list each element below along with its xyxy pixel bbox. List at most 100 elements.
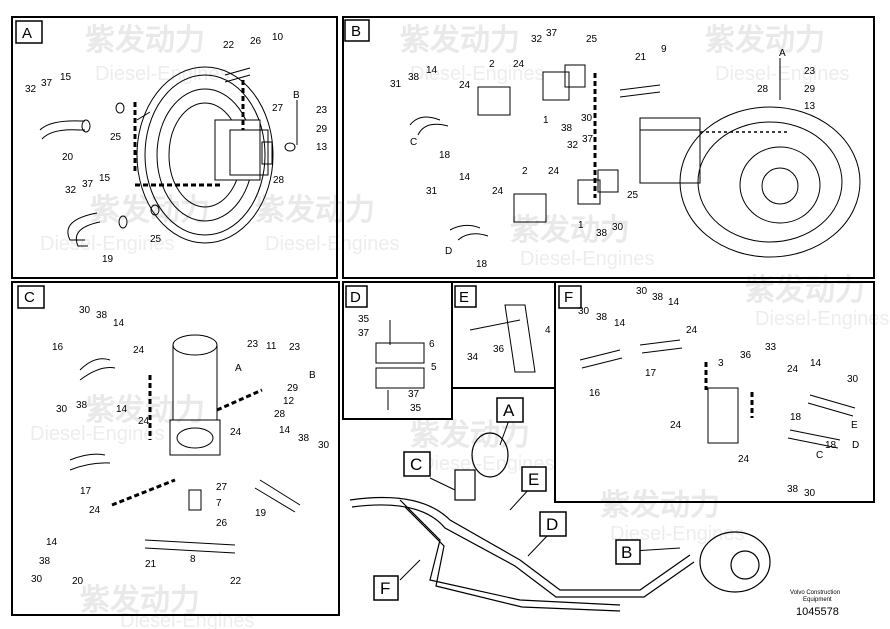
part-label: 38 bbox=[76, 400, 88, 411]
watermark-cn: 紫发动力 bbox=[90, 194, 210, 227]
hose-drawing bbox=[579, 339, 856, 449]
fittings-drawing bbox=[409, 58, 781, 241]
part-label: 15 bbox=[60, 72, 72, 83]
part-label: 29 bbox=[316, 124, 328, 135]
part-label: 1 bbox=[543, 115, 549, 126]
overview-callout-b[interactable]: B bbox=[615, 539, 641, 565]
panel-c-letter: C bbox=[24, 289, 35, 306]
part-label: 33 bbox=[765, 342, 777, 353]
part-label: 29 bbox=[804, 84, 816, 95]
swivel-joint-drawing bbox=[69, 334, 301, 554]
part-label: 28 bbox=[273, 175, 285, 186]
watermark-en: Diesel-Engines bbox=[95, 63, 230, 85]
part-label: 37 bbox=[582, 134, 594, 145]
part-label: 10 bbox=[272, 32, 284, 43]
part-label: 18 bbox=[790, 412, 802, 423]
part-label: 24 bbox=[230, 427, 242, 438]
part-label: 38 bbox=[96, 310, 108, 321]
part-label: 28 bbox=[274, 409, 286, 420]
part-label: 5 bbox=[431, 362, 437, 373]
overview-callout-d[interactable]: D bbox=[539, 511, 567, 537]
part-label: 31 bbox=[426, 186, 438, 197]
part-label: 30 bbox=[804, 488, 816, 499]
watermark-cn: 紫发动力 bbox=[85, 394, 205, 427]
part-label: 23 bbox=[247, 339, 259, 350]
part-label: 20 bbox=[62, 152, 74, 163]
part-label: 38 bbox=[652, 292, 664, 303]
callout-lines bbox=[399, 419, 681, 581]
part-label: 22 bbox=[223, 40, 235, 51]
travel-motor-drawing bbox=[639, 106, 861, 258]
watermark-cn: 紫发动力 bbox=[745, 274, 865, 307]
part-label: 36 bbox=[740, 350, 752, 361]
part-label: 14 bbox=[113, 318, 125, 329]
overview-callout-c[interactable]: C bbox=[403, 451, 431, 477]
panel-b-letter: B bbox=[351, 23, 361, 40]
part-label: 37 bbox=[546, 28, 558, 39]
part-label: 37 bbox=[82, 179, 94, 190]
part-label: 38 bbox=[787, 484, 799, 495]
part-label: 21 bbox=[145, 559, 157, 570]
watermark-cn: 紫发动力 bbox=[85, 24, 205, 57]
part-label: C bbox=[816, 450, 823, 461]
part-label: 30 bbox=[578, 306, 590, 317]
panel-a-letter: A bbox=[22, 25, 32, 42]
watermark-en: Diesel-Engines bbox=[410, 63, 545, 85]
panel-d: D 35 37 6 5 37 35 bbox=[342, 281, 453, 420]
part-label: 14 bbox=[810, 358, 822, 369]
part-label: 19 bbox=[102, 254, 114, 265]
callout-e-letter: E bbox=[528, 470, 539, 489]
overview-callout-e[interactable]: E bbox=[521, 466, 547, 492]
part-label: 13 bbox=[804, 101, 816, 112]
part-label: 3 bbox=[718, 358, 724, 369]
part-label: 14 bbox=[116, 404, 128, 415]
part-label: B bbox=[293, 90, 300, 101]
part-label: 38 bbox=[561, 123, 573, 134]
watermark-cn: 紫发动力 bbox=[80, 584, 200, 617]
part-label: 38 bbox=[408, 72, 420, 83]
clamp-drawing bbox=[375, 320, 425, 410]
watermark-cn: 紫发动力 bbox=[400, 24, 520, 57]
watermark-en: Diesel-Engines bbox=[520, 248, 655, 270]
panel-e-letter: E bbox=[459, 289, 469, 306]
overview-callout-a[interactable]: A bbox=[496, 397, 524, 423]
part-label: 6 bbox=[429, 339, 435, 350]
part-label: 17 bbox=[645, 368, 657, 379]
callout-a-letter: A bbox=[503, 401, 515, 420]
callout-b-letter: B bbox=[621, 543, 632, 562]
part-label: 18 bbox=[439, 150, 451, 161]
part-label: 24 bbox=[738, 454, 750, 465]
part-label: 30 bbox=[612, 222, 624, 233]
part-label: 25 bbox=[627, 190, 639, 201]
part-label: 35 bbox=[358, 314, 370, 325]
part-label: 35 bbox=[410, 403, 422, 414]
watermark-en: Diesel-Engines bbox=[120, 610, 255, 629]
part-label: 25 bbox=[586, 34, 598, 45]
part-label: 37 bbox=[358, 328, 370, 339]
part-label: 24 bbox=[89, 505, 101, 516]
part-label: 34 bbox=[467, 352, 479, 363]
part-label: 24 bbox=[686, 325, 698, 336]
part-label: 32 bbox=[65, 185, 77, 196]
watermark-en: Diesel-Engines bbox=[265, 233, 400, 255]
part-label: 14 bbox=[668, 297, 680, 308]
clamp-drawing bbox=[469, 304, 536, 373]
part-label: 12 bbox=[283, 396, 295, 407]
part-label: 7 bbox=[216, 498, 222, 509]
panel-f-letter: F bbox=[564, 289, 573, 306]
part-label: 24 bbox=[133, 345, 145, 356]
part-label: 4 bbox=[545, 325, 551, 336]
part-label: 32 bbox=[567, 140, 579, 151]
part-label: 24 bbox=[513, 59, 525, 70]
overview-callout-f[interactable]: F bbox=[373, 575, 399, 601]
part-label: 37 bbox=[41, 78, 53, 89]
part-label: D bbox=[445, 246, 452, 257]
part-label: 31 bbox=[390, 79, 402, 90]
part-label: 24 bbox=[670, 420, 682, 431]
part-label: C bbox=[410, 137, 417, 148]
part-label: 29 bbox=[287, 383, 299, 394]
part-label: 14 bbox=[459, 172, 471, 183]
watermark-cn: 紫发动力 bbox=[410, 419, 530, 452]
part-label: 16 bbox=[589, 388, 601, 399]
